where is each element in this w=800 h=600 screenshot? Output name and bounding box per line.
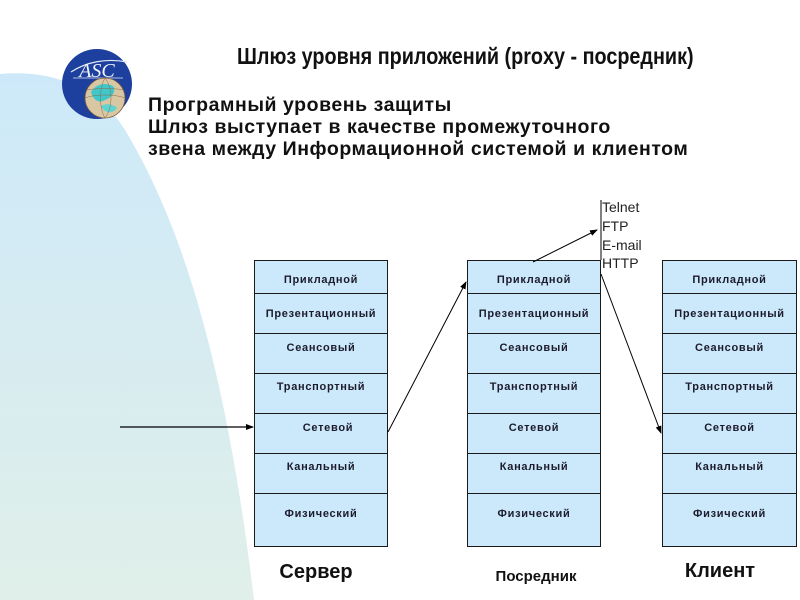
logo-text: ASC (77, 60, 115, 82)
layer-datalink: Канальный (255, 454, 387, 494)
layer-session: Сеансовый (663, 334, 796, 374)
subtitle-line: Програмный уровень защиты (148, 94, 452, 116)
globe-logo-icon: ASC (62, 49, 132, 119)
protocol-item: E-mail (602, 236, 642, 253)
layer-presentation: Презентационный (468, 294, 600, 334)
layer-transport: Транспортный (255, 374, 387, 414)
proxy-label: Посредник (495, 568, 577, 585)
layer-application: Прикладной (663, 261, 796, 294)
layer-presentation: Презентационный (663, 294, 796, 334)
subtitle-line: звена между Информационной системой и кл… (148, 138, 689, 160)
protocol-item: FTP (602, 217, 629, 234)
layer-application: Прикладной (255, 261, 387, 294)
layer-datalink: Канальный (468, 454, 600, 494)
subtitle: Програмный уровень защиты Шлюз выступает… (148, 94, 688, 160)
layer-physical: Физический (693, 508, 766, 520)
layer-presentation: Презентационный (255, 294, 387, 334)
layer-datalink: Канальный (663, 454, 796, 494)
layer-physical: Физический (497, 508, 571, 520)
layer-application: Прикладной (468, 261, 600, 294)
page-title: Шлюз уровня приложений (proxy - посредни… (237, 43, 694, 69)
protocol-list: Telnet FTP E-mail HTTP (602, 198, 642, 273)
layer-session: Сеансовый (468, 334, 600, 374)
subtitle-line: Шлюз выступает в качестве промежуточного (148, 116, 611, 138)
layer-network: Сетевой (663, 414, 796, 454)
server-label: Сервер (279, 561, 353, 583)
layer-session: Сеансовый (255, 334, 387, 374)
layer-transport: Транспортный (663, 374, 796, 414)
client-label: Клиент (684, 560, 756, 582)
layer-transport: Транспортный (468, 374, 600, 414)
layer-network: Сетевой (468, 414, 600, 454)
protocol-item: Telnet (602, 199, 640, 215)
layer-physical: Физический (284, 508, 358, 520)
protocol-item: HTTP (602, 255, 639, 272)
layer-network: Сетевой (255, 414, 387, 454)
